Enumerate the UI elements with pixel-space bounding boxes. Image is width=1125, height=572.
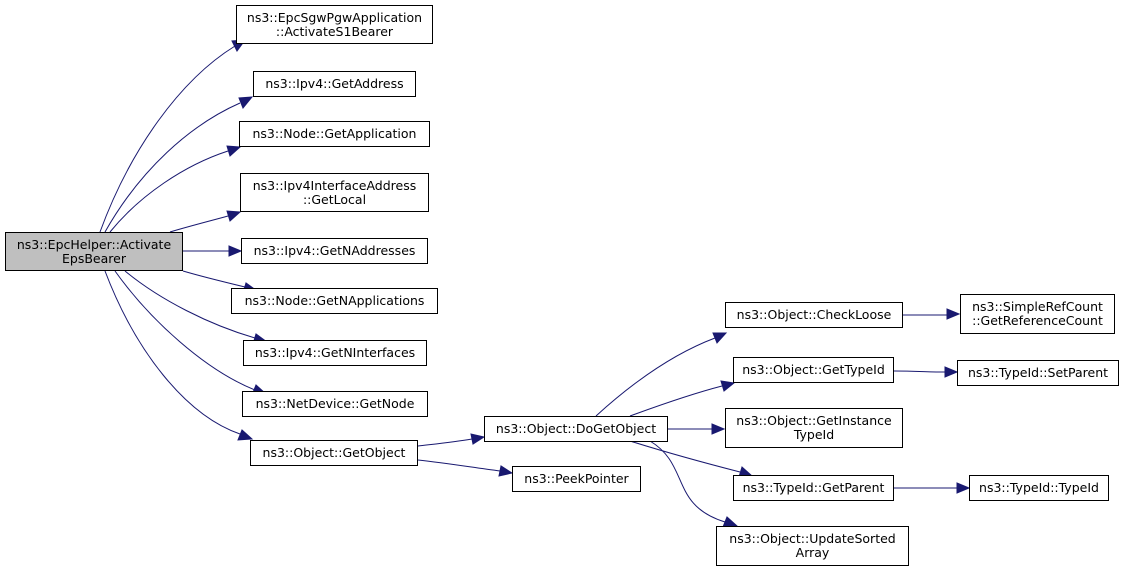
node-label: ns3::Ipv4::GetNInterfaces [254, 345, 416, 360]
node-netdevice-getnode[interactable]: ns3::NetDevice::GetNode [242, 391, 428, 417]
node-object-checkloose[interactable]: ns3::Object::CheckLoose [725, 302, 903, 328]
arrow-dogetobject-gettypeid [720, 380, 736, 392]
node-label-line2: Array [795, 545, 830, 560]
node-typeid-typeid[interactable]: ns3::TypeId::TypeId [969, 475, 1109, 501]
node-object-getinstancetypeid[interactable]: ns3::Object::GetInstance TypeId [725, 408, 903, 448]
node-label: ns3::Object::GetObject [262, 445, 406, 460]
arrow-dogetobject-getinstancetypeid [711, 423, 726, 435]
node-label: ns3::PeekPointer [524, 471, 629, 486]
edge-root-getapplication [109, 150, 229, 233]
node-label-line2: TypeId [793, 427, 835, 442]
node-node-getnapplications[interactable]: ns3::Node::GetNApplications [231, 288, 438, 314]
node-label-line2: EpsBearer [62, 250, 126, 266]
edge-root-activates1bearer [99, 45, 236, 233]
node-typeid-setparent[interactable]: ns3::TypeId::SetParent [957, 360, 1119, 386]
node-label: ns3::TypeId::GetParent [742, 480, 885, 495]
edge-gettypeid-setparent [893, 370, 946, 373]
node-label-line2: ::GetReferenceCount [972, 313, 1103, 328]
node-label-line1: ns3::SimpleRefCount [972, 299, 1103, 314]
node-ipv4interfaceaddress-getlocal[interactable]: ns3::Ipv4InterfaceAddress ::GetLocal [240, 173, 429, 212]
node-ipv4-getnaddresses[interactable]: ns3::Ipv4::GetNAddresses [241, 238, 428, 264]
node-ipv4-getaddress[interactable]: ns3::Ipv4::GetAddress [253, 71, 416, 97]
node-typeid-getparent[interactable]: ns3::TypeId::GetParent [733, 475, 894, 501]
node-object-updatesortedarray[interactable]: ns3::Object::UpdateSorted Array [716, 526, 909, 566]
arrow-dogetobject-checkloose [712, 332, 728, 344]
edge-dogetobject-checkloose [595, 337, 716, 417]
node-label-line2: ::GetLocal [302, 191, 367, 207]
edge-root-getnapplications [182, 270, 246, 288]
node-label: ns3::Node::GetNApplications [244, 293, 425, 308]
node-label-line2: ::ActivateS1Bearer [275, 23, 394, 39]
arrow-root-getaddress [238, 96, 254, 109]
node-label: ns3::Node::GetApplication [252, 126, 417, 141]
node-simplerefcount-getreferencecount[interactable]: ns3::SimpleRefCount ::GetReferenceCount [960, 294, 1115, 334]
arrow-root-getobject [237, 429, 254, 441]
arrow-getobject-dogetobject [470, 433, 486, 445]
node-label: ns3::TypeId::SetParent [967, 365, 1109, 380]
edge-dogetobject-updatesorted [649, 440, 726, 523]
arrow-root-getnaddresses [228, 245, 243, 257]
node-label: ns3::Object::CheckLoose [736, 307, 892, 322]
node-epchelper-activateepsbearer: ns3::EpcHelper::Activate EpsBearer [5, 232, 183, 271]
node-label: ns3::Ipv4::GetAddress [265, 76, 404, 91]
node-epcsgwpgwapplication-activates1bearer[interactable]: ns3::EpcSgwPgwApplication ::ActivateS1Be… [236, 5, 433, 44]
node-label-line1: ns3::EpcSgwPgwApplication [246, 9, 423, 25]
edge-dogetobject-typeidgetparent [629, 440, 741, 473]
node-ipv4-getninterfaces[interactable]: ns3::Ipv4::GetNInterfaces [243, 340, 427, 366]
node-object-gettypeid[interactable]: ns3::Object::GetTypeId [733, 357, 894, 383]
edge-root-getaddress [104, 102, 241, 233]
arrow-gettypeid-setparent [944, 366, 959, 378]
edge-getobject-dogetobject [417, 438, 473, 447]
edge-root-getnode [114, 270, 256, 391]
edge-root-getobject [104, 270, 241, 435]
node-label-line1: ns3::EpcHelper::Activate [16, 236, 172, 252]
node-label: ns3::NetDevice::GetNode [255, 396, 415, 411]
node-label-line1: ns3::Object::GetInstance [736, 413, 892, 428]
node-label: ns3::Object::DoGetObject [495, 421, 657, 436]
node-peekpointer[interactable]: ns3::PeekPointer [512, 466, 641, 492]
edge-root-getlocal [169, 215, 229, 233]
node-object-getobject[interactable]: ns3::Object::GetObject [250, 440, 418, 466]
arrow-root-getapplication [226, 145, 242, 157]
edge-dogetobject-gettypeid [629, 385, 723, 417]
node-label-line1: ns3::Ipv4InterfaceAddress [252, 177, 417, 193]
node-label: ns3::Ipv4::GetNAddresses [253, 243, 416, 258]
node-object-dogetobject[interactable]: ns3::Object::DoGetObject [484, 416, 668, 442]
arrow-root-getlocal [226, 210, 242, 222]
node-label: ns3::TypeId::TypeId [979, 480, 1099, 495]
arrow-checkloose-getrefcount [946, 308, 961, 320]
node-node-getapplication[interactable]: ns3::Node::GetApplication [239, 121, 430, 147]
edge-getobject-peekpointer [417, 459, 501, 472]
arrow-typeidgetparent-typeidtypeid [956, 482, 971, 494]
node-label: ns3::Object::GetTypeId [742, 362, 885, 377]
node-label-line1: ns3::Object::UpdateSorted [729, 531, 896, 546]
arrow-getobject-peekpointer [498, 465, 514, 477]
edge-root-getninterfaces [124, 270, 256, 339]
